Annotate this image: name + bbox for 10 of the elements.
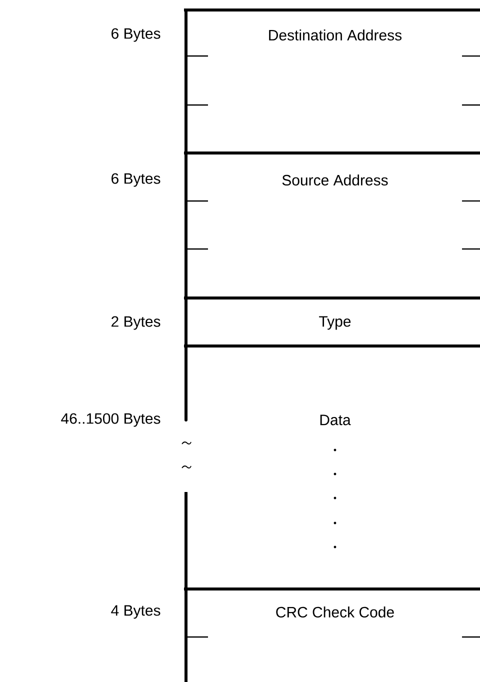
field-band: CRC Check Code xyxy=(184,588,480,682)
size-label: 46..1500 Bytes xyxy=(61,413,160,427)
field-band: Data xyxy=(184,344,480,589)
field-band: Source Address xyxy=(184,152,480,298)
field-band: Type xyxy=(184,296,480,346)
field-band: Destination Address xyxy=(184,8,480,153)
size-label: 6 Bytes xyxy=(112,173,160,187)
size-label: 6 Bytes xyxy=(112,28,160,42)
size-label: 2 Bytes xyxy=(112,316,160,330)
size-label: 4 Bytes xyxy=(111,605,160,619)
